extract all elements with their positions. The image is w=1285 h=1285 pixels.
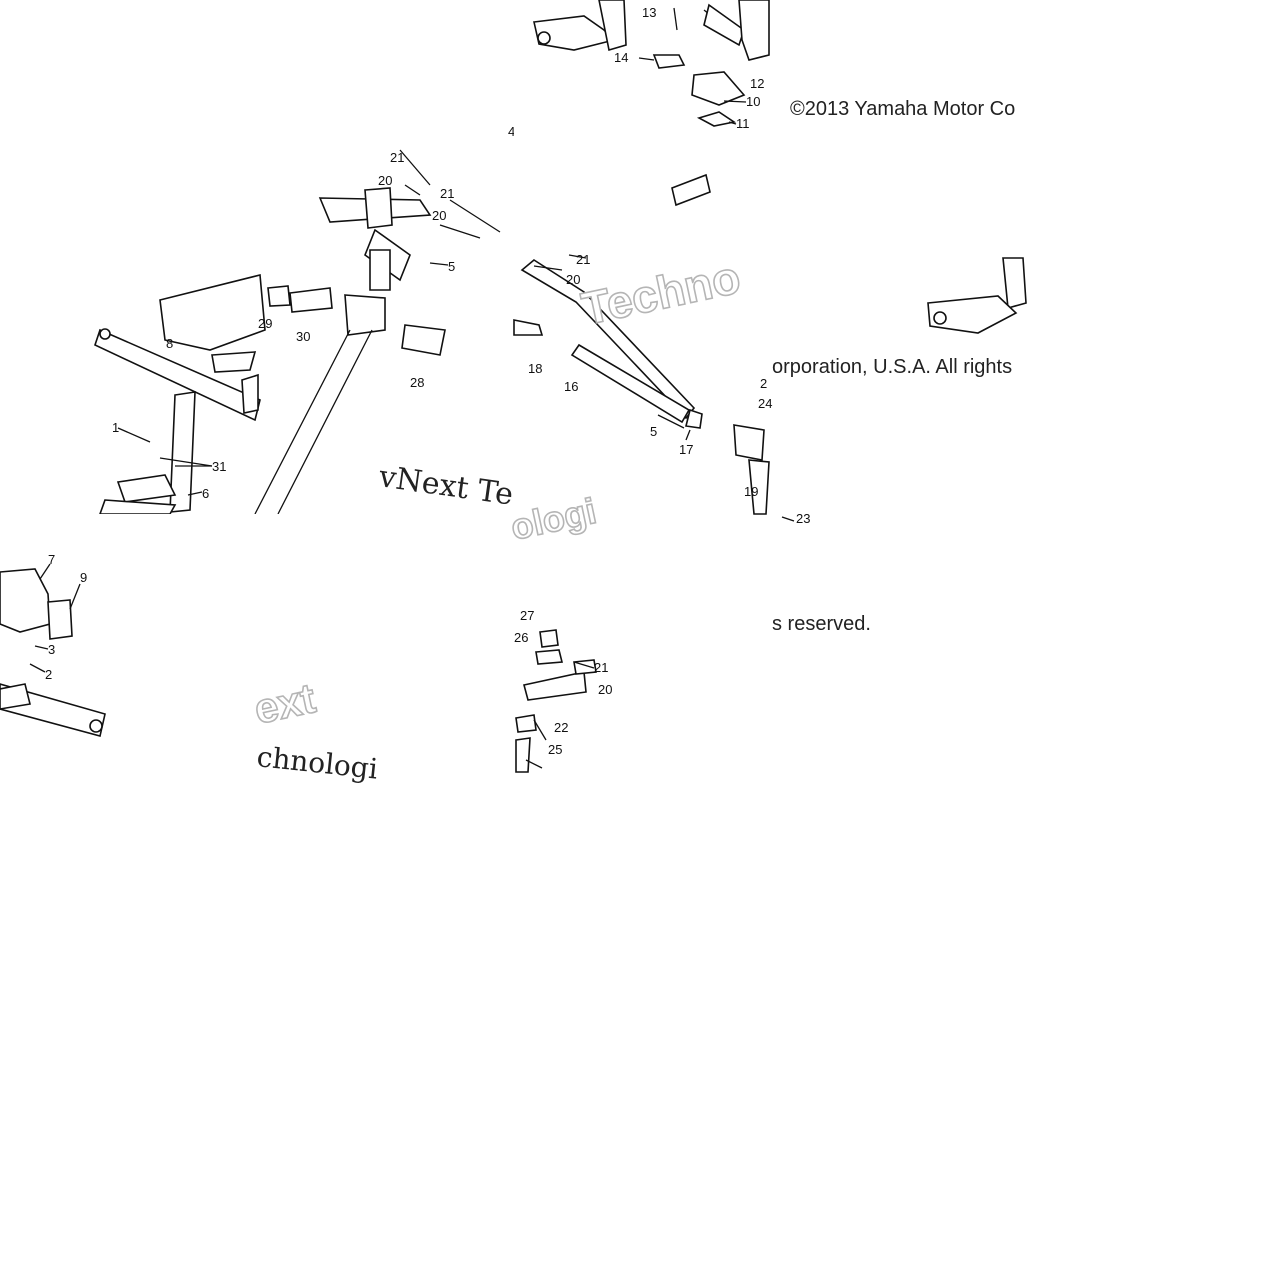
callout-21-b: 21: [576, 252, 590, 267]
callout-20-mid: 20: [432, 208, 446, 223]
callout-27: 27: [520, 608, 534, 623]
diagram-tile-bottom-center: 27 26 21 20 22 25: [514, 600, 644, 773]
tile-middle-right-drawing: [927, 257, 1027, 334]
callout-20-c: 20: [598, 682, 612, 697]
diagram-tile-middle-left: 4 21 20 21 20 5 29 30 28 8 1 31 6 vNext …: [0, 124, 515, 515]
callout-29: 29: [258, 316, 272, 331]
callout-21-top: 21: [390, 150, 404, 165]
callout-21-mid: 21: [440, 186, 454, 201]
callout-12: 12: [750, 76, 764, 91]
callout-23: 23: [796, 511, 810, 526]
callout-14: 14: [614, 50, 628, 65]
tile-middle-center-drawing: 21 20 18 16 5 17 19 2 24 Techno: [513, 173, 772, 515]
callout-16: 16: [564, 379, 578, 394]
callout-13: 13: [642, 5, 656, 20]
callout-9: 9: [80, 570, 87, 585]
callout-30: 30: [296, 329, 310, 344]
callout-5: 5: [448, 259, 455, 274]
callout-17: 17: [679, 442, 693, 457]
callout-18: 18: [528, 361, 542, 376]
callout-8: 8: [166, 336, 173, 351]
callout-24: 24: [758, 396, 772, 411]
diagram-tile-middle-center: 21 20 18 16 5 17 19 2 24 Techno: [513, 130, 772, 515]
callout-6: 6: [202, 486, 209, 501]
callout-3: 3: [48, 642, 55, 657]
callout-21-c: 21: [594, 660, 608, 675]
callout-2-right: 2: [760, 376, 767, 391]
diagram-tile-watermark-center: ologi: [506, 489, 640, 550]
callout-25: 25: [548, 742, 562, 757]
callout-20-b: 20: [566, 272, 580, 287]
diagram-tile-label-23: 23: [772, 505, 832, 530]
callout-4: 4: [508, 124, 515, 139]
callout-7: 7: [48, 552, 55, 567]
watermark-center-drawing: ologi: [506, 489, 600, 549]
watermark-chnologi: chnologi: [255, 740, 379, 786]
callout-22: 22: [554, 720, 568, 735]
callout-1: 1: [112, 420, 119, 435]
callout-20-top: 20: [378, 173, 392, 188]
watermark-techno: Techno: [577, 251, 744, 335]
label-23-drawing: 23: [781, 511, 810, 526]
callout-5-b: 5: [650, 424, 657, 439]
watermark-vnext: vNext Te: [376, 459, 515, 513]
copyright-line-2: orporation, U.S.A. All rights: [772, 356, 1013, 378]
tile-bottom-left-drawing: 7 9 3 2 ext chnologi: [0, 552, 379, 786]
tile-middle-left-drawing: 4 21 20 21 20 5 29 30 28 8 1 31 6 vNext …: [94, 124, 515, 515]
callout-11: 11: [736, 116, 750, 131]
diagram-tile-middle-right: [908, 257, 1030, 346]
callout-19: 19: [744, 484, 758, 499]
tile-bottom-center-drawing: 27 26 21 20 22 25: [514, 608, 612, 773]
callout-10: 10: [746, 94, 760, 109]
diagram-tile-top-middle: 13 14 12 10 11: [514, 0, 772, 131]
copyright-line-1: ©2013 Yamaha Motor Co: [790, 98, 1016, 120]
watermark-ext: ext: [250, 674, 319, 733]
callout-31: 31: [212, 459, 226, 474]
copyright-line-3: s reserved.: [772, 613, 871, 635]
callout-2: 2: [45, 667, 52, 682]
callout-26: 26: [514, 630, 528, 645]
tile-top-middle-drawing: 13 14 12 10 11: [533, 0, 770, 131]
callout-28: 28: [410, 375, 424, 390]
diagram-tile-bottom-left: 7 9 3 2 ext chnologi: [0, 514, 380, 786]
